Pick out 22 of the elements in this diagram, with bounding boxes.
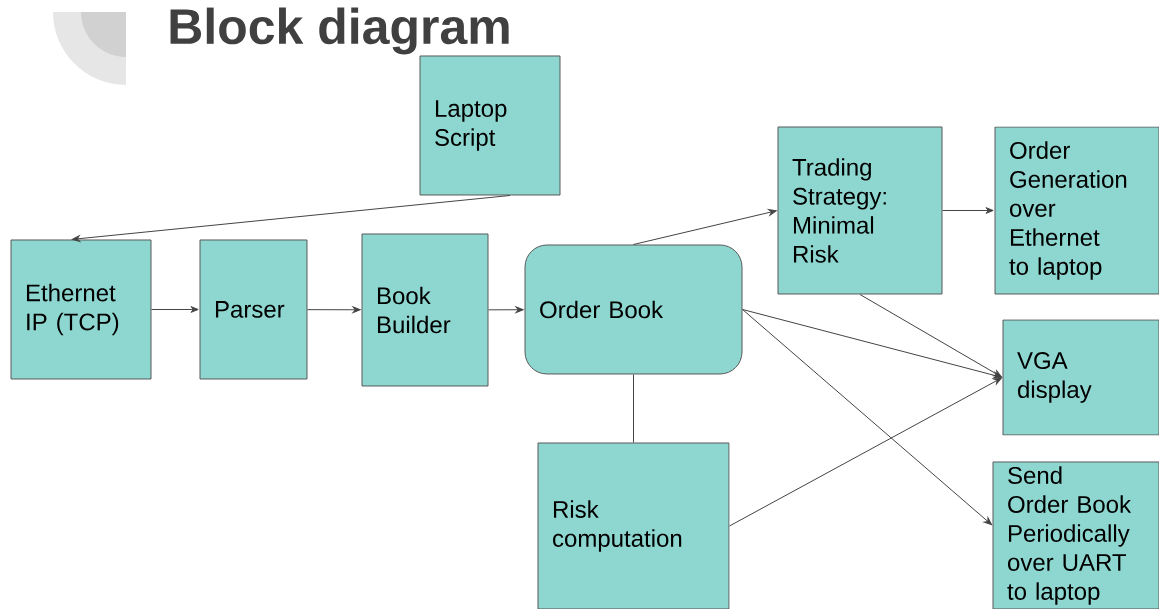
process-box: Order Generation over Ethernet to laptop [994, 126, 1159, 295]
process-box: VGA display [1002, 319, 1159, 436]
arrow [859, 294, 1002, 378]
arrow [488, 306, 524, 314]
process-box: Parser [199, 239, 308, 380]
arrow [729, 377, 1002, 527]
process-box: Ethernet IP (TCP) [10, 239, 152, 380]
arrow [633, 209, 777, 245]
arrow [151, 306, 199, 313]
process-box: Send Order Book Periodically over UART to laptop [992, 461, 1159, 609]
process-box: Book Builder [361, 233, 489, 387]
title: Block diagram [170, 7, 509, 55]
arrow [307, 306, 361, 314]
arrow [742, 309, 992, 526]
rounded-box: Order Book [524, 244, 743, 375]
arrow [742, 309, 1002, 379]
process-box: Laptop Script [419, 55, 561, 196]
process-box: Trading Strategy: Minimal Risk [777, 126, 943, 295]
connector-line [633, 374, 634, 443]
arrow [942, 207, 994, 214]
arrow [71, 195, 511, 242]
process-box: Risk computation [537, 442, 730, 609]
